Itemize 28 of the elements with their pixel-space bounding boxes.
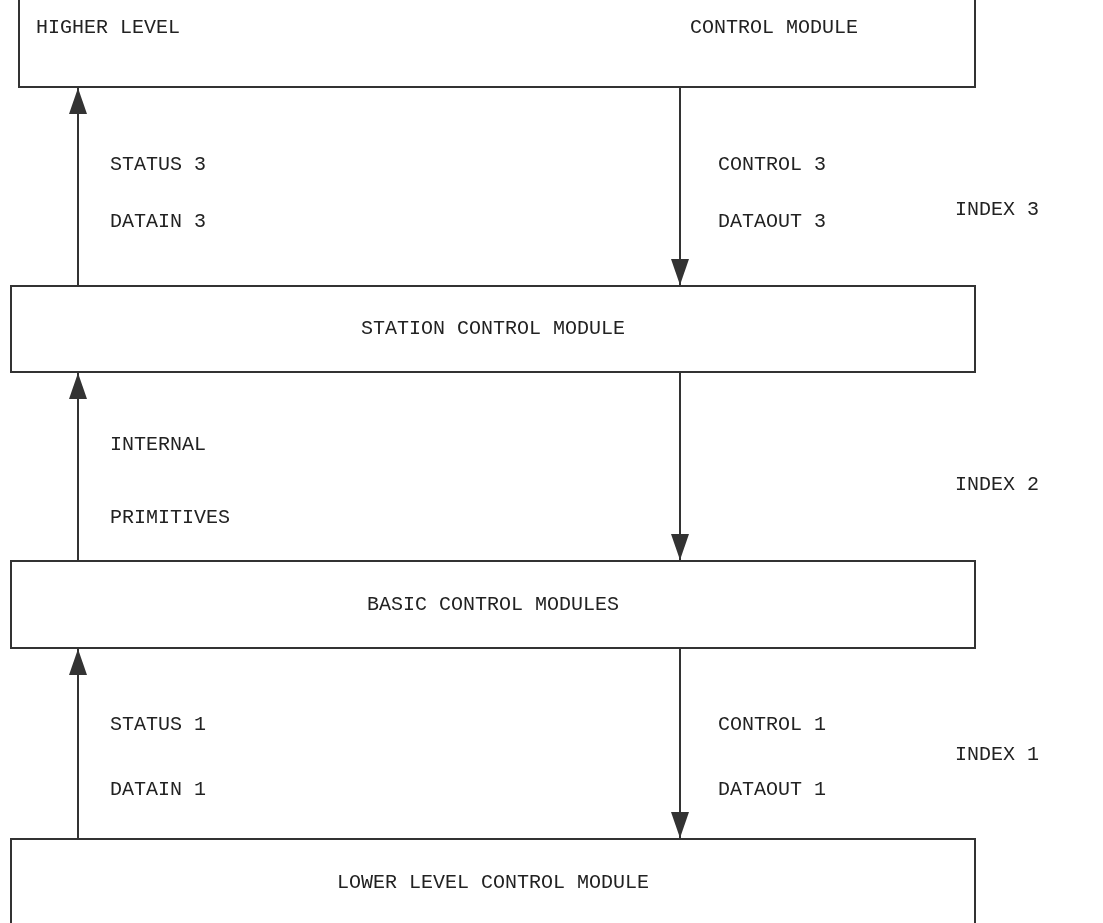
arrow — [671, 372, 689, 561]
signal-label: STATUS 1 — [110, 713, 206, 737]
signal-label: DATAIN 1 — [110, 778, 206, 802]
module-label: BASIC CONTROL MODULES — [365, 592, 620, 617]
module-label: LOWER LEVEL CONTROL MODULE — [335, 871, 651, 895]
arrow — [69, 648, 87, 839]
level-label: INDEX 2 — [955, 473, 1039, 497]
module-label: CONTROL MODULE — [690, 16, 859, 40]
signal-label: PRIMITIVES — [110, 506, 231, 530]
level-label: INDEX 1 — [955, 743, 1039, 767]
signal-label: CONTROL 3 — [718, 153, 827, 177]
level-label: INDEX 3 — [955, 198, 1039, 222]
arrow — [671, 648, 689, 839]
arrow — [69, 372, 87, 561]
module-box — [10, 560, 976, 649]
signal-label: DATAIN 3 — [110, 210, 206, 234]
signal-label: DATAOUT 1 — [718, 778, 827, 802]
module-box — [10, 285, 976, 373]
signal-label: INTERNAL — [110, 433, 206, 457]
signal-label: CONTROL 1 — [718, 713, 827, 737]
signal-label: STATUS 3 — [110, 153, 206, 177]
signal-label: DATAOUT 3 — [718, 210, 827, 234]
arrow — [671, 87, 689, 286]
module-label: HIGHER LEVEL — [36, 16, 181, 40]
module-label: STATION CONTROL MODULE — [359, 317, 626, 341]
arrow — [69, 87, 87, 286]
module-box — [18, 0, 976, 88]
module-box — [10, 838, 976, 923]
